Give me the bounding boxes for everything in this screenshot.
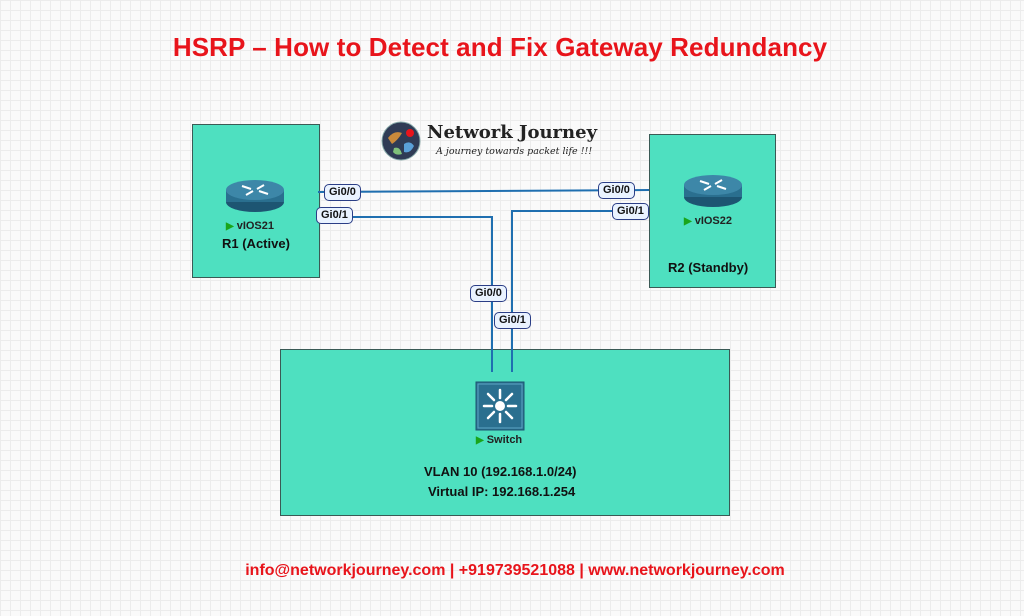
port-label-r2-gi01: Gi0/1 — [612, 203, 649, 220]
port-label-sw-gi00: Gi0/0 — [470, 285, 507, 302]
globe-logo-icon — [381, 121, 421, 161]
r1-role: R1 (Active) — [222, 236, 290, 251]
switch-icon — [475, 381, 525, 431]
virtual-ip-label: Virtual IP: 192.168.1.254 — [428, 484, 576, 499]
play-icon: ▶ — [476, 435, 484, 446]
router-icon — [684, 175, 742, 207]
play-icon: ▶ — [684, 216, 692, 227]
logo-name: Network Journey — [427, 122, 598, 143]
play-icon: ▶ — [226, 221, 234, 232]
r1-device-name: vIOS21 — [236, 220, 275, 232]
vlan-label: VLAN 10 (192.168.1.0/24) — [424, 464, 577, 479]
logo-tagline: A journey towards packet life !!! — [436, 146, 593, 157]
r1-device-label[interactable]: ▶vIOS21 — [226, 220, 274, 232]
link-r2-switch — [511, 210, 649, 372]
diagram-title: HSRP – How to Detect and Fix Gateway Red… — [172, 32, 828, 62]
port-label-sw-gi01: Gi0/1 — [494, 312, 531, 329]
r2-role: R2 (Standby) — [668, 260, 749, 275]
link-r1-switch — [318, 216, 493, 372]
contact-info: info@networkjourney.com | +919739521088 … — [245, 562, 785, 579]
switch-device-name: Switch — [486, 434, 523, 446]
r2-device-name: vIOS22 — [694, 215, 733, 227]
router-icon — [226, 180, 284, 212]
r2-device-label[interactable]: ▶vIOS22 — [684, 215, 732, 227]
network-journey-logo: Network Journey A journey towards packet… — [380, 119, 620, 163]
switch-box — [280, 349, 730, 516]
r2-box — [649, 134, 776, 288]
port-label-r1-gi01: Gi0/1 — [316, 207, 353, 224]
link-r1-r2 — [317, 189, 650, 193]
port-label-r1-gi00: Gi0/0 — [324, 184, 361, 201]
switch-device-label[interactable]: ▶Switch — [476, 434, 522, 446]
port-label-r2-gi00: Gi0/0 — [598, 182, 635, 199]
